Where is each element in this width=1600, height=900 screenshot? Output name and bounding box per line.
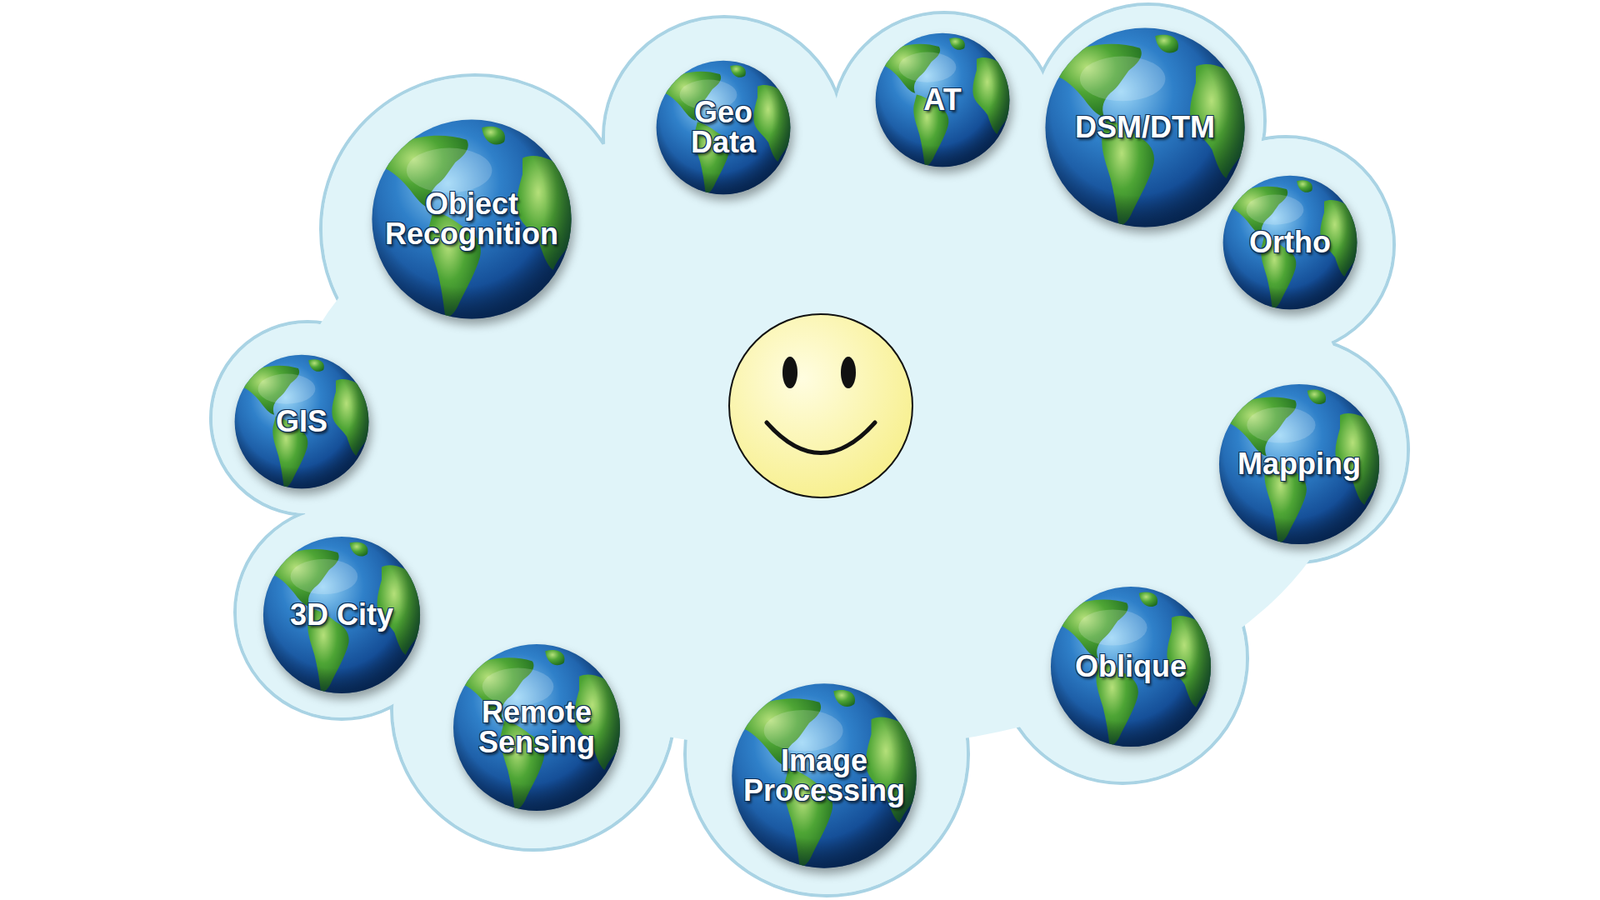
smiley-eye — [782, 356, 798, 389]
globe-label: Oblique — [1051, 651, 1210, 682]
globe-label: DSM/DTM — [1049, 112, 1241, 143]
globe-node: Remote Sensing — [451, 642, 622, 813]
globe-icon — [235, 355, 370, 490]
globe-label: Image Processing — [732, 745, 916, 806]
smiley-eye — [840, 356, 856, 389]
globe-icon — [1050, 586, 1213, 747]
smiley-head — [729, 314, 913, 498]
globe-label: Remote Sensing — [455, 697, 619, 758]
globe-icon — [1219, 384, 1381, 545]
globe-node: Image Processing — [730, 681, 919, 870]
smiley-mouth — [766, 422, 875, 454]
globe-icon — [371, 119, 574, 319]
globe-label: 3D City — [265, 600, 420, 630]
globe-icon — [263, 536, 422, 694]
globe-node: Oblique — [1049, 585, 1213, 749]
globe-label: Object Recognition — [375, 189, 569, 250]
globe-icon — [875, 33, 1011, 168]
globe-node: GIS — [233, 353, 370, 490]
cloud-outline — [210, 4, 1409, 896]
globe-label: AT — [884, 85, 1001, 115]
globe-node: Object Recognition — [370, 117, 574, 321]
globe-icon — [453, 644, 622, 811]
smiley-face — [729, 314, 913, 498]
globe-icon — [656, 60, 792, 195]
globe-icon — [1223, 175, 1359, 310]
globe-node: AT — [874, 31, 1011, 169]
globe-node: DSM/DTM — [1043, 25, 1247, 230]
globe-node: Geo Data — [655, 59, 792, 196]
globe-node: Mapping — [1217, 382, 1381, 546]
globe-node: 3D City — [261, 535, 422, 695]
globe-icon — [1045, 27, 1247, 227]
globe-label: Geo Data — [665, 97, 782, 158]
globe-label: Mapping — [1220, 449, 1379, 480]
cloud-fill — [212, 5, 1407, 895]
globe-icon — [731, 683, 919, 868]
globe-node: Ortho — [1221, 174, 1359, 311]
globe-label: GIS — [239, 406, 365, 437]
globe-label: Ortho — [1227, 227, 1353, 258]
